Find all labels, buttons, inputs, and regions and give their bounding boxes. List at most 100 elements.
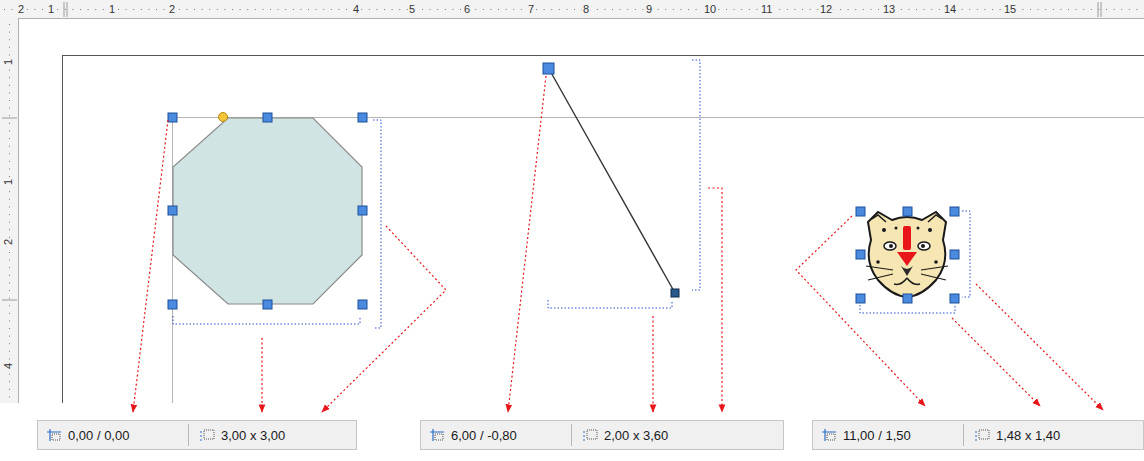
ruler-number: 2 [168, 3, 176, 15]
ruler-tick [513, 9, 514, 10]
ruler-tick [9, 214, 10, 215]
margin-marker [67, 2, 68, 17]
ruler-tick [217, 9, 218, 10]
ruler-tick [977, 9, 978, 10]
ruler-number: 1 [108, 3, 116, 15]
ruler-tick [1022, 9, 1023, 10]
ruler-tick [9, 313, 10, 314]
ruler-tick [1038, 9, 1039, 10]
ruler-tick [680, 9, 681, 10]
ruler-tick [939, 9, 940, 10]
ruler-tick [9, 374, 10, 375]
ruler-tick [1068, 9, 1069, 10]
ruler-tick [9, 85, 10, 86]
ruler-tick [1121, 9, 1122, 10]
ruler-tick [57, 9, 58, 10]
ruler-tick [202, 9, 203, 10]
ruler-tick [642, 9, 643, 10]
ruler-tick [9, 191, 10, 192]
ruler-tick [574, 9, 575, 10]
ruler-tick [521, 9, 522, 10]
ruler-tick [12, 9, 13, 10]
margin-marker [1101, 2, 1102, 17]
size-bracket [173, 120, 381, 328]
ruler-tick [194, 9, 195, 10]
ruler-tick [80, 9, 81, 10]
ruler-tick [338, 9, 339, 10]
position-icon [429, 428, 445, 442]
ruler-tick [9, 260, 10, 261]
ruler-tick [1114, 9, 1115, 10]
ruler-tick [734, 9, 735, 10]
ruler-tick [308, 9, 309, 10]
ruler-tick [4, 9, 5, 10]
ruler-tick [1091, 9, 1092, 10]
ruler-tick [392, 9, 393, 10]
ruler-tick [802, 9, 803, 10]
ruler-tick [9, 39, 10, 40]
size-value: 1,48 x 1,40 [996, 428, 1060, 443]
ruler-tick [1000, 9, 1001, 10]
ruler-number: 12 [819, 3, 833, 15]
ruler-tick [9, 146, 10, 147]
ruler-tick [300, 9, 301, 10]
ruler-tick [741, 9, 742, 10]
ruler-tick [878, 9, 879, 10]
ruler-number: 9 [645, 3, 653, 15]
position-value: 11,00 / 1,50 [843, 428, 953, 443]
size-value: 2,00 x 3,60 [604, 428, 668, 443]
ruler-tick [848, 9, 849, 10]
selection-handles [168, 113, 367, 309]
ruler-tick [9, 336, 10, 337]
ruler-border [0, 18, 1144, 19]
ruler-tick [1076, 9, 1077, 10]
ruler-tick [870, 9, 871, 10]
size-icon [582, 428, 598, 442]
ruler-tick [718, 9, 719, 10]
ruler-tick [9, 351, 10, 352]
ruler-tick [9, 24, 10, 25]
ruler-tick [9, 275, 10, 276]
ruler-tick [840, 9, 841, 10]
ruler-tick [1136, 9, 1137, 10]
ruler-tick [665, 9, 666, 10]
ruler-tick [490, 9, 491, 10]
ruler-tick [240, 9, 241, 10]
snap-guide [172, 117, 1144, 118]
ruler-tick [95, 9, 96, 10]
ruler-number: 7 [527, 3, 535, 15]
position-value: 0,00 / 0,00 [68, 428, 178, 443]
ruler-tick [224, 9, 225, 10]
ruler-tick [34, 9, 35, 10]
ruler-number: 14 [943, 3, 957, 15]
leader-arrows [133, 76, 1103, 412]
ruler-tick [620, 9, 621, 10]
ruler-tick [863, 9, 864, 10]
ruler-tick [9, 290, 10, 291]
ruler-tick [141, 9, 142, 10]
field-divider [188, 424, 189, 446]
ruler-tick [42, 9, 43, 10]
ruler-tick [483, 9, 484, 10]
ruler-number: 1 [2, 58, 14, 66]
ruler-number: 1 [47, 3, 55, 15]
ruler-tick [536, 9, 537, 10]
ruler-tick [376, 9, 377, 10]
position-icon [821, 428, 837, 442]
ruler-tick [916, 9, 917, 10]
ruler-tick [1030, 9, 1031, 10]
ruler-tick [9, 168, 10, 169]
ruler-tick [430, 9, 431, 10]
ruler-number: 1 [2, 178, 14, 186]
size-icon [199, 428, 215, 442]
ruler-tick [787, 9, 788, 10]
ruler-tick [285, 9, 286, 10]
ruler-tick [316, 9, 317, 10]
ruler-tick [9, 130, 10, 131]
ruler-tick [9, 320, 10, 321]
selection-handles [856, 207, 959, 303]
top-ruler [0, 0, 1144, 18]
ruler-tick [9, 138, 10, 139]
